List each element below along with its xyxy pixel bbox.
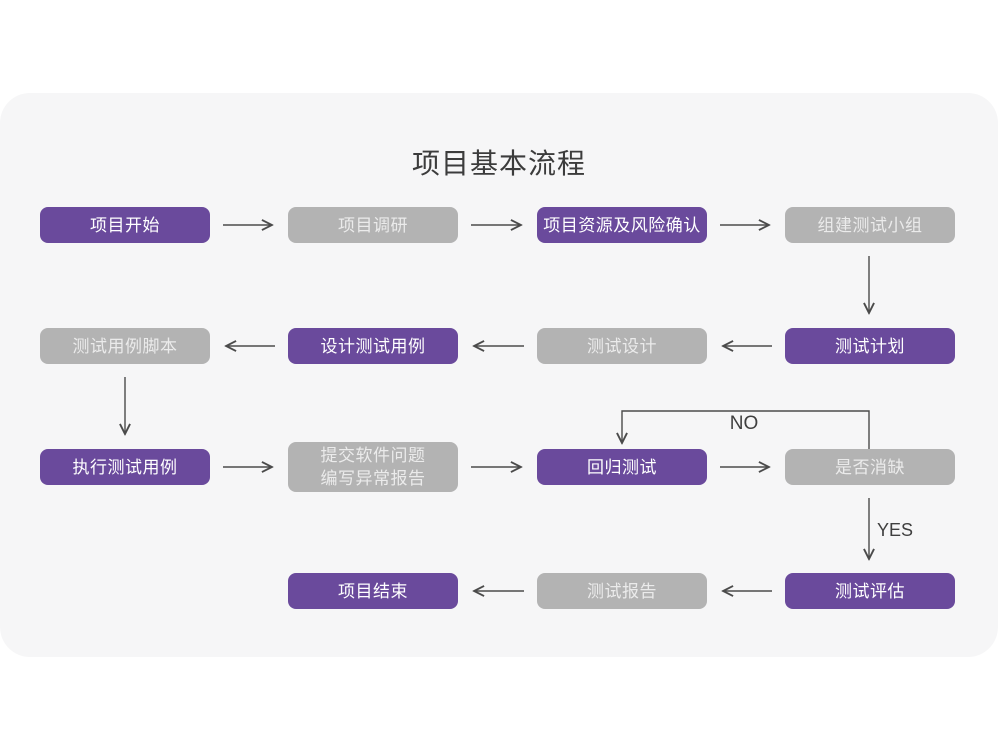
branch-label-yes: YES — [877, 520, 914, 540]
flow-node-test-plan: 测试计划 — [785, 328, 955, 364]
flow-node-test-design: 测试设计 — [537, 328, 707, 364]
flow-node-design-test-cases: 设计测试用例 — [288, 328, 458, 364]
page-title: 项目基本流程 — [411, 148, 586, 179]
flow-node-project-end: 项目结束 — [288, 573, 458, 609]
flow-node-project-research: 项目调研 — [288, 207, 458, 243]
flow-node-execute-test-cases: 执行测试用例 — [40, 449, 210, 485]
flow-node-build-test-team: 组建测试小组 — [785, 207, 955, 243]
flow-node-regression-test: 回归测试 — [537, 449, 707, 485]
flow-node-test-evaluation: 测试评估 — [785, 573, 955, 609]
flow-node-test-case-scripts: 测试用例脚本 — [40, 328, 210, 364]
flow-node-defect-resolved: 是否消缺 — [785, 449, 955, 485]
flow-node-test-report: 测试报告 — [537, 573, 707, 609]
flow-node-resources-risk-confirm: 项目资源及风险确认 — [537, 207, 707, 243]
branch-label-no: NO — [729, 413, 759, 434]
flowchart-card — [0, 93, 998, 657]
flow-node-project-start: 项目开始 — [40, 207, 210, 243]
flow-node-submit-issues-report: 提交软件问题 编写异常报告 — [288, 442, 458, 492]
